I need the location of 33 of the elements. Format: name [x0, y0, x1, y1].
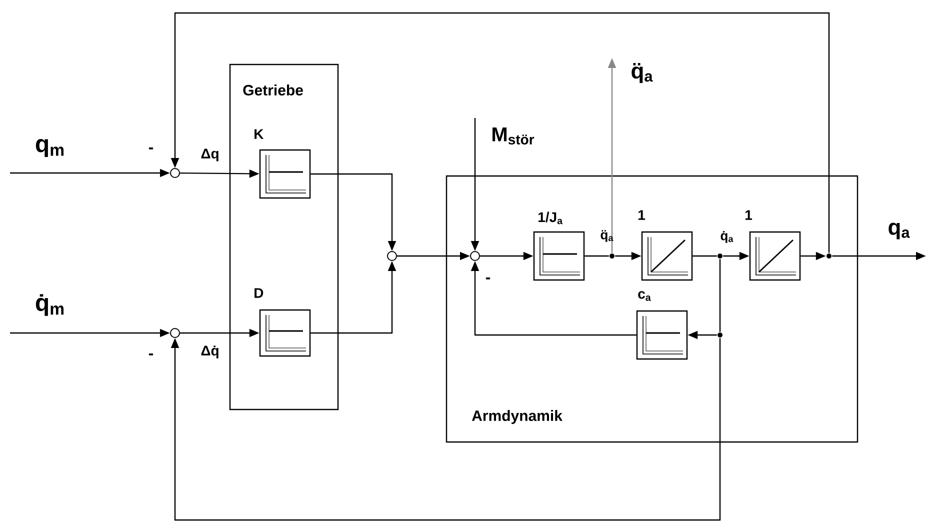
branch-point	[718, 332, 722, 338]
sign-label: -	[486, 277, 490, 280]
summing-junction	[470, 251, 480, 261]
gain-block: K	[254, 129, 311, 199]
node-label: c$_{a}$	[638, 291, 651, 301]
node-label: K	[254, 129, 264, 139]
node-label: D	[254, 288, 264, 298]
edge-label: q̇$_{a}$	[720, 231, 734, 243]
edge-label: M$_{stör}$	[492, 128, 534, 144]
gain-block: 1/J$_{a}$	[533, 212, 585, 281]
integrator-block: 1	[745, 210, 801, 281]
summing-junction	[170, 328, 180, 338]
branch-point	[826, 254, 832, 258]
branch-point	[718, 254, 722, 258]
sign-label: -	[148, 353, 154, 356]
edge-label: Δq̇	[201, 346, 218, 358]
node-label: 1	[638, 210, 646, 220]
summing-junction	[387, 251, 397, 261]
summing-junction	[170, 168, 180, 178]
node-label: 1/J$_{a}$	[538, 212, 563, 224]
edge-label: q̈$_{a}$	[632, 63, 653, 83]
node-label: 1	[745, 210, 752, 220]
gain-block: c$_{a}$	[636, 291, 688, 360]
edge-label: q$_{a}$	[888, 222, 910, 240]
edge-label: Δq	[201, 148, 218, 162]
edge-label: q̇$_{m}$	[36, 294, 64, 316]
arrow	[170, 338, 721, 521]
integrator-block: 1	[638, 210, 693, 281]
gain-block: D	[254, 288, 311, 357]
sign-label: -	[148, 147, 154, 150]
branch-point	[610, 254, 614, 258]
edge-label: q̈$_{a}$	[600, 230, 614, 242]
edge-label: q$_{m}$	[36, 139, 64, 157]
